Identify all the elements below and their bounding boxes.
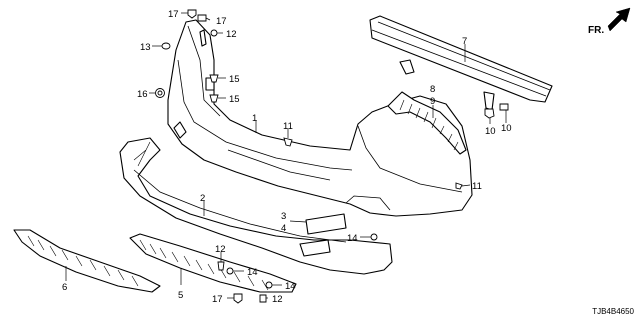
screw-part-11-b[interactable] xyxy=(455,182,463,190)
callout-13: 13 xyxy=(140,42,151,53)
callout-17-top-right: 17 xyxy=(216,16,227,27)
bolt-part-10-a[interactable] xyxy=(484,108,495,119)
screw-part-11-a[interactable] xyxy=(283,137,293,147)
callout-10-a: 10 xyxy=(485,126,496,137)
diagram-code: TJB4B4650 xyxy=(592,307,634,316)
callout-12-b: 12 xyxy=(272,294,283,305)
clip-part-12-a[interactable] xyxy=(217,261,225,271)
callout-9: 9 xyxy=(430,96,435,107)
clip-part-14-b[interactable] xyxy=(226,267,234,275)
callout-labels: 17 17 12 13 16 15 15 1 11 7 8 9 10 10 11… xyxy=(62,9,512,305)
clip-part-14-a[interactable] xyxy=(370,233,378,241)
grommet-part-16[interactable] xyxy=(155,88,165,98)
callout-14-a: 14 xyxy=(347,233,358,244)
clip-part-17-b[interactable] xyxy=(197,14,207,22)
lower-garnish-part-2[interactable] xyxy=(119,137,393,275)
nut-part-13[interactable] xyxy=(161,42,171,50)
callout-16: 16 xyxy=(137,89,148,100)
direction-arrow-icon xyxy=(607,7,631,32)
clip-part-12-b[interactable] xyxy=(259,294,267,303)
leader-lines xyxy=(65,12,507,299)
callout-17-bottom: 17 xyxy=(212,294,223,305)
callout-12-a: 12 xyxy=(215,244,226,255)
callout-1: 1 xyxy=(252,113,257,124)
clip-part-12-top[interactable] xyxy=(210,29,218,37)
callout-11-b: 11 xyxy=(472,181,482,192)
callout-6: 6 xyxy=(62,282,67,293)
lower-cover-part-5[interactable] xyxy=(129,233,297,293)
bumper-cover-part-1[interactable] xyxy=(167,19,473,217)
callout-4: 4 xyxy=(281,223,286,234)
callout-3: 3 xyxy=(281,211,286,222)
callout-15-a: 15 xyxy=(229,74,240,85)
clip-part-17-c[interactable] xyxy=(233,293,243,304)
front-direction-indicator: FR. xyxy=(588,7,631,36)
callout-11-a: 11 xyxy=(283,121,293,132)
callout-8: 8 xyxy=(430,84,435,95)
callout-14-b: 14 xyxy=(247,267,258,278)
clip-part-15-b[interactable] xyxy=(209,94,219,103)
callout-17-top-left: 17 xyxy=(168,9,179,20)
callout-15-b: 15 xyxy=(229,94,240,105)
bolt-part-10-b[interactable] xyxy=(499,103,509,111)
clip-part-17-a[interactable] xyxy=(187,9,197,19)
under-cover-part-6[interactable] xyxy=(13,229,161,293)
side-bracket-part-8-9[interactable] xyxy=(387,91,467,155)
front-direction-label: FR. xyxy=(588,25,604,36)
callout-10-b: 10 xyxy=(501,123,512,134)
clip-part-14-c[interactable] xyxy=(265,281,273,289)
callout-2: 2 xyxy=(200,193,205,204)
clip-part-15-a[interactable] xyxy=(209,74,219,83)
callout-14-c: 14 xyxy=(285,281,296,292)
callout-12-top: 12 xyxy=(226,29,237,40)
callout-5: 5 xyxy=(178,290,183,301)
bumper-beam-part-7[interactable] xyxy=(369,15,553,111)
callout-7: 7 xyxy=(462,36,467,47)
